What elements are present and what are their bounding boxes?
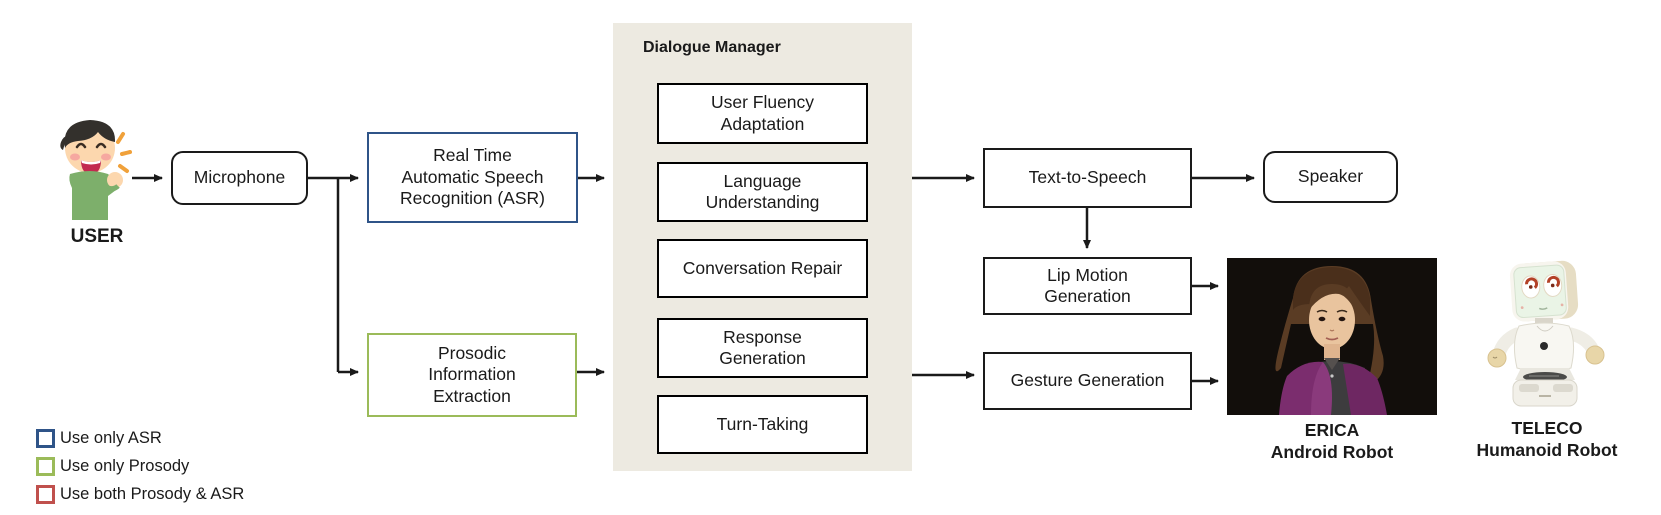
module-language-understanding: Language Understanding [657, 162, 868, 222]
erica-photo [1227, 258, 1437, 415]
teleco-caption: TELECO Humanoid Robot [1476, 418, 1618, 460]
module-response-generation: Response Generation [657, 318, 868, 378]
asr-node: Real Time Automatic Speech Recognition (… [367, 132, 578, 223]
legend-label-prosody: Use only Prosody [60, 456, 190, 475]
legend-label-both: Use both Prosody & ASR [60, 484, 245, 503]
user-icon [60, 120, 132, 220]
teleco-photo [1487, 260, 1605, 407]
prosody-extraction-node: Prosodic Information Extraction [367, 333, 577, 417]
module-user-fluency-adaptation: User Fluency Adaptation [657, 83, 868, 144]
legend-item-both: Use both Prosody & ASR [36, 480, 244, 508]
lip-motion-node: Lip Motion Generation [983, 257, 1192, 315]
erica-caption: ERICA Android Robot [1270, 420, 1394, 462]
module-turn-taking: Turn-Taking [657, 395, 868, 454]
speaker-node: Speaker [1263, 151, 1398, 203]
dialogue-manager-title: Dialogue Manager [643, 39, 781, 56]
legend: Use only ASR Use only Prosody Use both P… [36, 424, 244, 508]
gesture-node: Gesture Generation [983, 352, 1192, 410]
legend-item-asr: Use only ASR [36, 424, 244, 452]
module-conversation-repair: Conversation Repair [657, 239, 868, 298]
legend-label-asr: Use only ASR [60, 428, 162, 447]
tts-node: Text-to-Speech [983, 148, 1192, 208]
user-label: USER [70, 226, 124, 247]
legend-swatch-prosody [36, 456, 55, 476]
legend-swatch-both [36, 484, 55, 504]
legend-item-prosody: Use only Prosody [36, 452, 244, 480]
dialogue-manager-panel: Dialogue Manager User Fluency Adaptation… [613, 23, 912, 471]
legend-swatch-asr [36, 428, 55, 448]
microphone-node: Microphone [171, 151, 308, 205]
